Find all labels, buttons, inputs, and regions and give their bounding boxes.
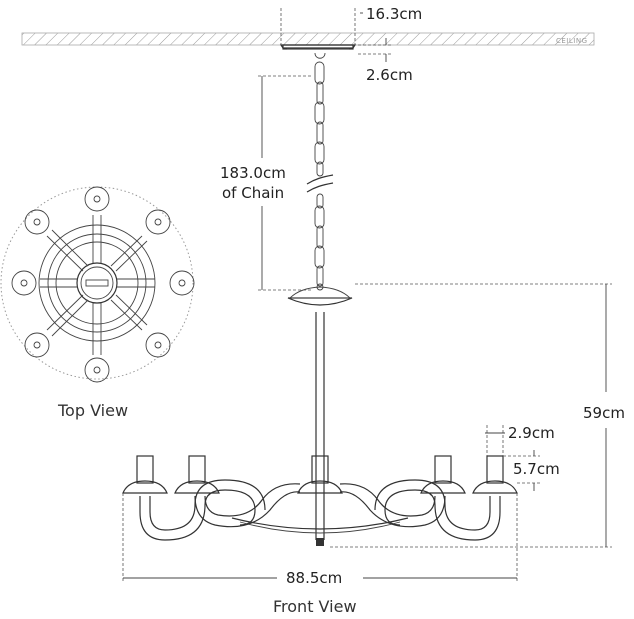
canopy (279, 44, 357, 50)
canopy-width-label: 16.3cm (366, 5, 422, 23)
canopy-height-label: 2.6cm (366, 66, 413, 84)
canopy-height-dimension: 2.6cm (358, 38, 413, 84)
top-view-label: Top View (57, 401, 128, 420)
chain-length-label-line1: 183.0cm (220, 164, 286, 182)
chain-length-dimension: 183.0cm of Chain (220, 75, 312, 291)
chain (306, 52, 334, 287)
cup-height-label: 2.9cm (508, 424, 555, 442)
fixture-height-label: 59cm (583, 404, 625, 422)
front-view-label: Front View (273, 597, 357, 616)
candle-height-label: 5.7cm (513, 460, 560, 478)
chain-length-label-line2: of Chain (222, 184, 284, 202)
fixture-height-dimension: 59cm (330, 283, 625, 548)
ceiling-label: CEILING (556, 37, 588, 45)
fixture-front-view (122, 283, 518, 546)
fixture-width-label: 88.5cm (286, 569, 342, 587)
cup-height-dimension: 2.9cm (485, 424, 555, 456)
top-view (0, 186, 195, 383)
ceiling: CEILING (21, 32, 595, 46)
canopy-width-dimension: 16.3cm (280, 5, 422, 45)
fixture-width-dimension: 88.5cm (122, 493, 518, 587)
candle-height-dimension: 5.7cm (503, 450, 560, 491)
